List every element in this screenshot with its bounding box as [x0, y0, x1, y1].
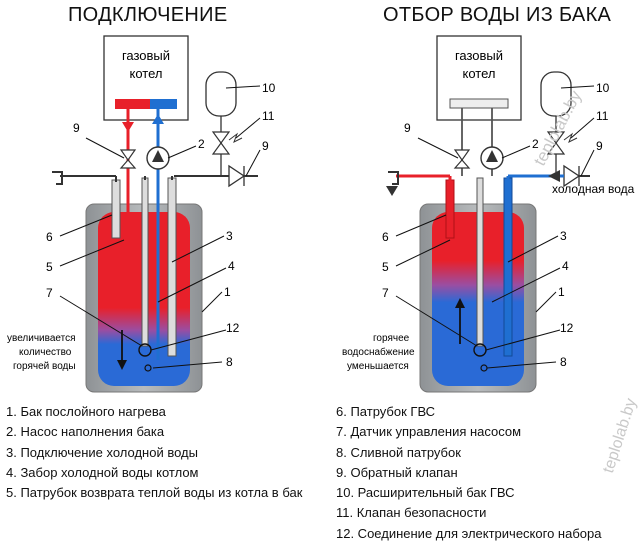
left-note-line-2: количество — [19, 347, 72, 358]
legend-item: 8. Сливной патрубок — [336, 444, 461, 460]
legend-item: 12. Соединение для электрического набора — [336, 525, 602, 541]
left-boiler-manifold — [115, 99, 177, 109]
right-safety-valve — [546, 131, 566, 145]
left-tap — [52, 171, 63, 185]
right-hot-water-arrow — [386, 186, 398, 196]
right-callout-8: 8 — [560, 355, 567, 369]
right-callout-9b: 9 — [596, 139, 603, 153]
legend-item: 10. Расширительный бак ГВС — [336, 485, 515, 501]
right-note-line-1: горячее — [373, 333, 410, 344]
right-callout-6: 6 — [382, 230, 389, 244]
right-hot-water-outlet — [445, 179, 455, 239]
left-safety-valve — [211, 131, 231, 145]
left-check-valve-cold — [228, 164, 246, 188]
right-diagram-title: ОТБОР ВОДЫ ИЗ БАКА — [383, 4, 612, 26]
right-cold-water-label: холодная вода — [552, 182, 635, 196]
left-boiler-label-1: газовый — [122, 48, 170, 63]
right-cold-water-arrow — [548, 170, 560, 182]
right-callout-9a: 9 — [404, 121, 411, 135]
left-diagram: газовый котел — [7, 35, 276, 393]
right-callout-4: 4 — [562, 259, 569, 273]
legend-item: 1. Бак послойного нагрева — [6, 404, 166, 419]
right-boiler-label-2: котел — [463, 66, 496, 81]
right-callout-7: 7 — [382, 286, 389, 300]
legend-item: 2. Насос наполнения бака — [6, 424, 165, 440]
right-note-line-3: уменьшается — [347, 361, 409, 372]
left-sensor-tube — [141, 177, 149, 347]
right-callout-11: 11 — [596, 109, 609, 123]
left-callout-8: 8 — [226, 355, 233, 369]
left-callout-12: 12 — [226, 321, 240, 335]
left-callout-2: 2 — [198, 137, 205, 151]
left-callout-7: 7 — [46, 286, 53, 300]
legend-item: 5. Патрубок возврата теплой воды из котл… — [6, 485, 303, 501]
left-cold-inlet-pipe — [167, 177, 177, 357]
right-callout-5: 5 — [382, 260, 389, 274]
right-callout-12: 12 — [560, 321, 574, 335]
left-callout-9a: 9 — [73, 121, 80, 135]
legend-item: 7. Датчик управления насосом — [336, 424, 522, 440]
legend-item: 9. Обратный клапан — [336, 464, 458, 480]
right-callout-3: 3 — [560, 229, 567, 243]
legend-right: 6. Патрубок ГВС 7. Датчик управления нас… — [336, 402, 601, 544]
right-diagram: газовый котел холодная вода — [342, 35, 635, 393]
legend-item: 6. Патрубок ГВС — [336, 404, 436, 419]
left-callout-3: 3 — [226, 229, 233, 243]
legend-item: 4. Забор холодной воды котлом — [6, 464, 199, 480]
left-note-line-3: горячей воды — [13, 361, 76, 372]
left-boiler-label-2: котел — [130, 66, 163, 81]
left-check-valve-boiler — [119, 149, 137, 162]
right-sensor-tube — [476, 177, 484, 347]
left-expansion-tank — [205, 71, 237, 117]
right-check-valve-boiler — [453, 149, 471, 162]
left-callout-11: 11 — [262, 109, 275, 123]
right-callout-1: 1 — [558, 285, 565, 299]
left-hot-water-outlet — [111, 179, 121, 239]
legend-item: 11. Клапан безопасности — [336, 505, 487, 521]
legend-left: 1. Бак послойного нагрева 2. Насос напол… — [6, 402, 302, 503]
left-callout-6: 6 — [46, 230, 53, 244]
left-callout-4: 4 — [228, 259, 235, 273]
left-callout-5: 5 — [46, 260, 53, 274]
right-boiler-label-1: газовый — [455, 48, 503, 63]
left-callout-1: 1 — [224, 285, 231, 299]
right-note-line-2: водоснабжение — [342, 346, 415, 358]
left-drain — [144, 364, 152, 372]
left-callout-10: 10 — [262, 81, 276, 95]
left-callout-9b: 9 — [262, 139, 269, 153]
left-note-line-1: увеличивается — [7, 333, 76, 344]
right-cold-inlet-pipe — [503, 177, 513, 357]
legend-item: 3. Подключение холодной воды — [6, 444, 198, 460]
right-callout-2: 2 — [532, 137, 539, 151]
right-callout-10: 10 — [596, 81, 610, 95]
left-diagram-title: ПОДКЛЮЧЕНИЕ — [68, 4, 228, 26]
right-boiler-manifold — [449, 98, 509, 109]
right-tap — [388, 171, 399, 185]
